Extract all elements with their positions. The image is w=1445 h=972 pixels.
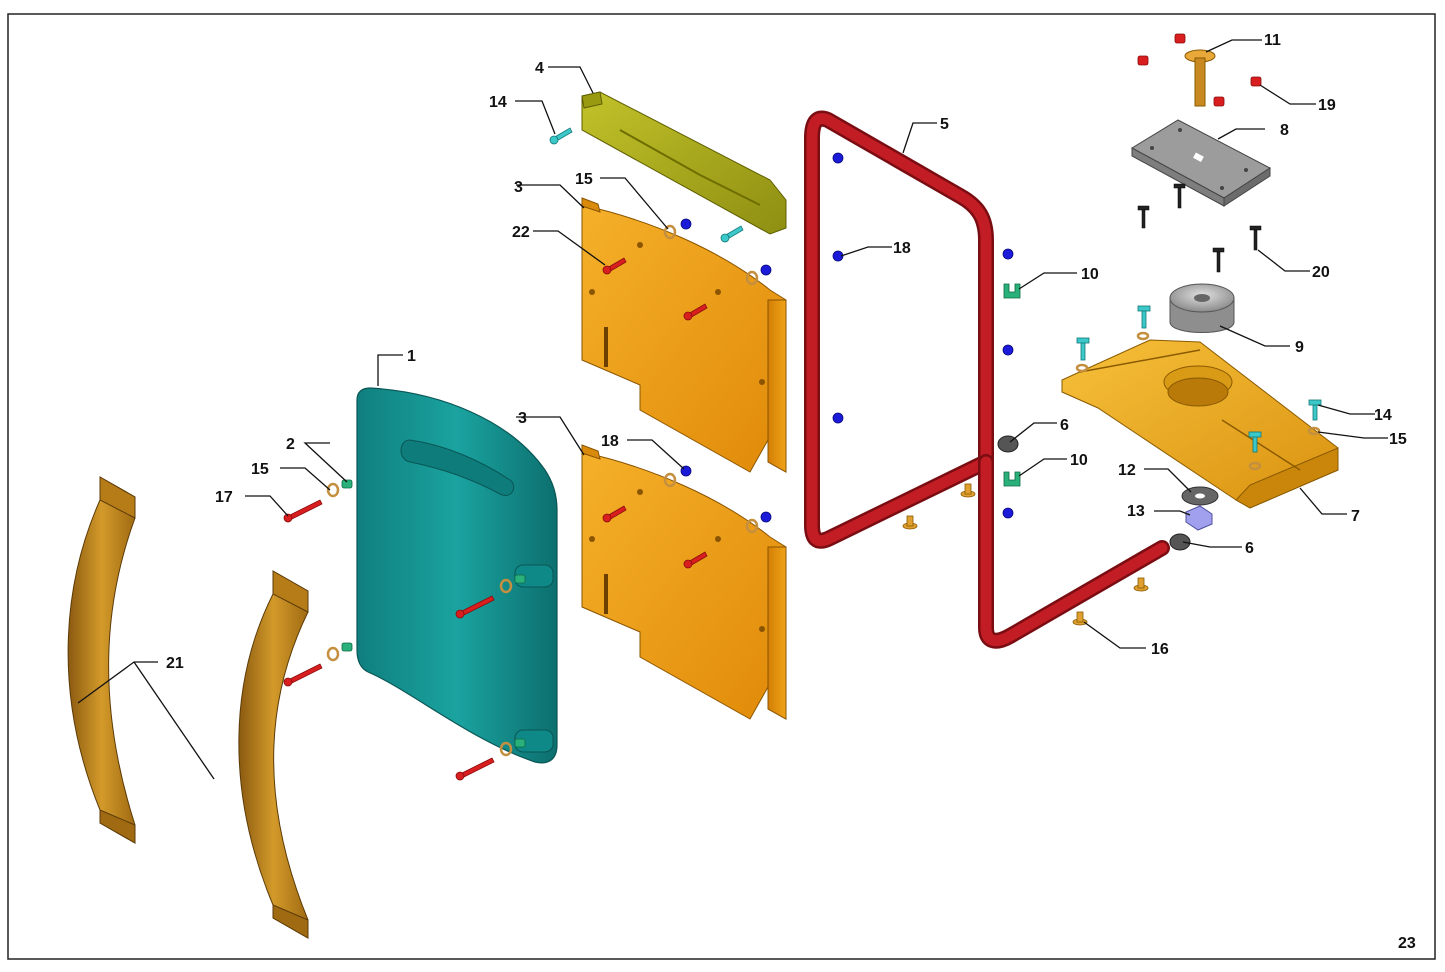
- callout-19: 19: [1318, 97, 1336, 114]
- callout-18-frame: 18: [893, 240, 911, 257]
- callout-20: 20: [1312, 264, 1330, 281]
- callout-21: 21: [166, 655, 184, 672]
- hardware-black-screws: [1137, 183, 1262, 273]
- part-21-strap-left: [67, 476, 136, 844]
- callout-10-upper: 10: [1081, 266, 1099, 283]
- callout-15-seat: 15: [251, 461, 269, 478]
- hardware-red-bolts: [283, 33, 1262, 781]
- callout-16: 16: [1151, 641, 1169, 658]
- callout-14-left: 14: [489, 94, 507, 111]
- callout-4: 4: [535, 60, 544, 77]
- callout-9: 9: [1295, 339, 1304, 356]
- callout-13: 13: [1127, 503, 1145, 520]
- callout-12: 12: [1118, 462, 1136, 479]
- callout-6-upper: 6: [1060, 417, 1069, 434]
- callout-3-upper: 3: [514, 179, 523, 196]
- hardware-washers: [326, 224, 1321, 757]
- callout-10-lower: 10: [1070, 452, 1088, 469]
- callout-5: 5: [940, 116, 949, 133]
- callout-2: 2: [286, 436, 295, 453]
- callout-14-right: 14: [1374, 407, 1392, 424]
- part-21-strap-right: [238, 570, 309, 939]
- hardware-cyan-screws: [549, 127, 1322, 453]
- callout-1: 1: [407, 348, 416, 365]
- leader-lines: [77, 39, 1388, 780]
- callout-22: 22: [512, 224, 530, 241]
- callout-17: 17: [215, 489, 233, 506]
- hardware-bumpers-6: [997, 435, 1191, 551]
- callout-15-base: 15: [1389, 431, 1407, 448]
- hardware-green-clips: [341, 283, 1021, 748]
- part-1-seat-shell: [356, 387, 558, 764]
- page-border: [7, 13, 1436, 960]
- part-4-bracket: [581, 91, 787, 235]
- callout-8: 8: [1280, 122, 1289, 139]
- callout-7: 7: [1351, 508, 1360, 525]
- callout-11: 11: [1264, 32, 1281, 49]
- page-number: 23: [1398, 935, 1416, 952]
- part-3-panel-lower: [581, 444, 787, 720]
- callout-18-panel: 18: [601, 433, 619, 450]
- part-8-plate: [1130, 119, 1271, 207]
- callout-6-lower: 6: [1245, 540, 1254, 557]
- part-7-base: [1061, 339, 1339, 509]
- part-9-puck: [1169, 283, 1235, 333]
- hardware-feet-16: [902, 483, 1149, 626]
- callout-labels: 1 2 3 3 4 5 6 6 7 8 9 10 10 11 12 13 14 …: [166, 32, 1407, 672]
- part-13-nut: [1185, 505, 1213, 531]
- callout-3-lower: 3: [518, 410, 527, 427]
- part-12-washer: [1181, 486, 1219, 506]
- part-5-tube-frame: [804, 110, 1170, 649]
- part-3-panel-upper: [581, 197, 787, 473]
- callout-15-panel: 15: [575, 171, 593, 188]
- part-11-carriage-bolt: [1184, 49, 1216, 107]
